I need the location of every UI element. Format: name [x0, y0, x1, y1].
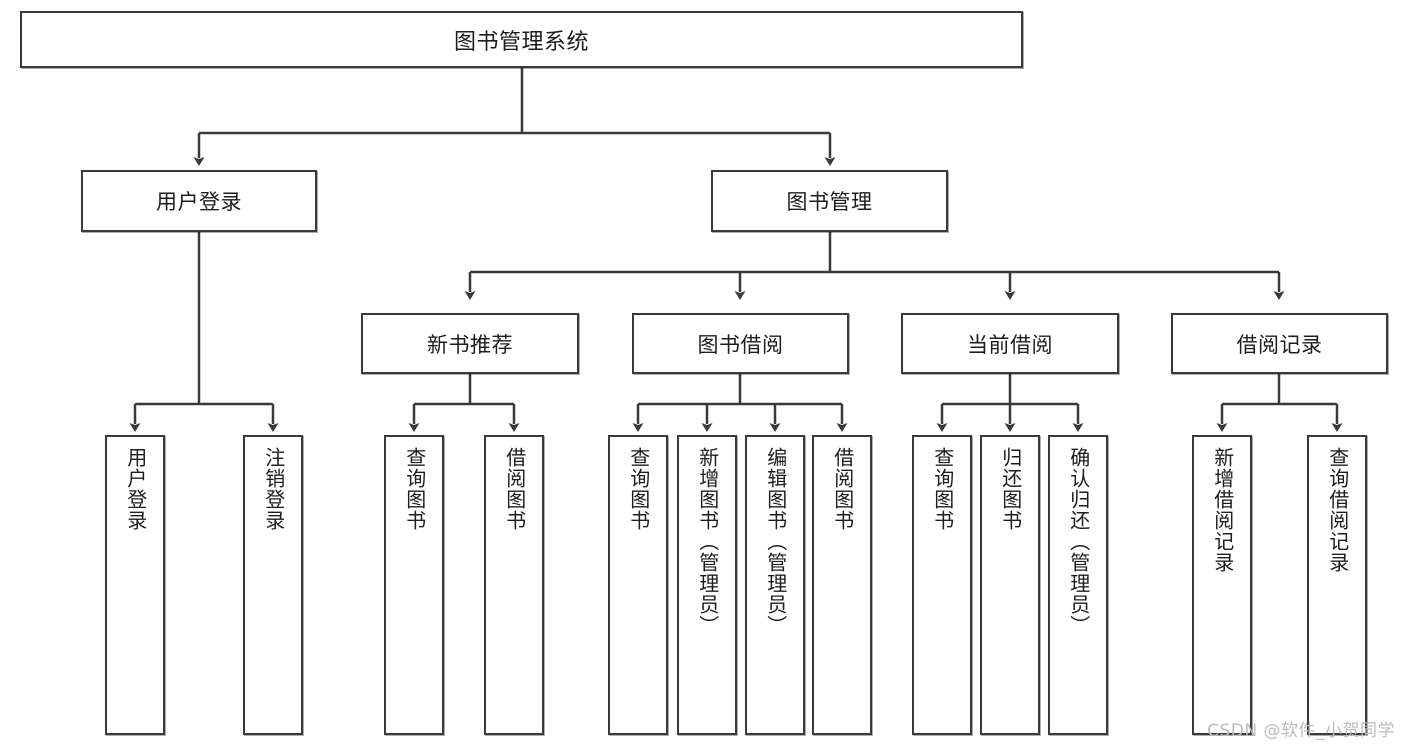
node-label: 新增图书（管理员）: [695, 447, 720, 636]
node-label: 查询借阅记录: [1325, 447, 1350, 573]
leaf-query-borrow-record[interactable]: 查询借阅记录: [1307, 435, 1367, 735]
node-label: 新增借阅记录: [1210, 447, 1235, 573]
node-label: 注销登录: [261, 447, 286, 531]
node-label: 归还图书: [998, 447, 1023, 531]
node-book-borrow[interactable]: 图书借阅: [632, 313, 849, 374]
node-borrow-records[interactable]: 借阅记录: [1171, 313, 1388, 374]
leaf-query-books-borrow[interactable]: 查询图书: [608, 435, 668, 735]
leaf-borrow-books[interactable]: 借阅图书: [812, 435, 872, 735]
node-label: 查询图书: [626, 447, 651, 531]
leaf-query-books-current[interactable]: 查询图书: [912, 435, 972, 735]
node-label: 当前借阅: [967, 332, 1053, 357]
node-label: 编辑图书（管理员）: [763, 447, 788, 636]
node-new-book-recommend[interactable]: 新书推荐: [361, 313, 579, 374]
node-label: 借阅图书: [830, 447, 855, 531]
node-label: 图书借阅: [697, 332, 784, 357]
leaf-add-book-admin[interactable]: 新增图书（管理员）: [677, 435, 737, 735]
node-root-system[interactable]: 图书管理系统: [20, 11, 1023, 68]
leaf-user-logout[interactable]: 注销登录: [243, 435, 303, 735]
node-label: 借阅图书: [502, 447, 527, 531]
node-label: 查询图书: [402, 447, 427, 531]
leaf-edit-book-admin[interactable]: 编辑图书（管理员）: [745, 435, 805, 735]
leaf-confirm-return-admin[interactable]: 确认归还（管理员）: [1048, 435, 1108, 735]
leaf-add-borrow-record[interactable]: 新增借阅记录: [1192, 435, 1252, 735]
node-label: 新书推荐: [427, 332, 513, 357]
leaf-borrow-books-recommend[interactable]: 借阅图书: [484, 435, 544, 735]
leaf-query-books-recommend[interactable]: 查询图书: [384, 435, 444, 735]
node-label: 用户登录: [123, 447, 148, 531]
node-label: 确认归还（管理员）: [1066, 447, 1091, 636]
node-label: 图书管理系统: [453, 29, 589, 55]
leaf-return-books[interactable]: 归还图书: [980, 435, 1040, 735]
node-user-login[interactable]: 用户登录: [81, 170, 317, 232]
node-label: 图书管理: [786, 190, 873, 214]
node-book-management[interactable]: 图书管理: [711, 170, 948, 232]
node-current-borrow[interactable]: 当前借阅: [901, 313, 1119, 374]
leaf-user-login[interactable]: 用户登录: [105, 435, 165, 735]
node-label: 用户登录: [156, 190, 242, 214]
node-label: 借阅记录: [1236, 332, 1323, 357]
node-label: 查询图书: [930, 447, 955, 531]
